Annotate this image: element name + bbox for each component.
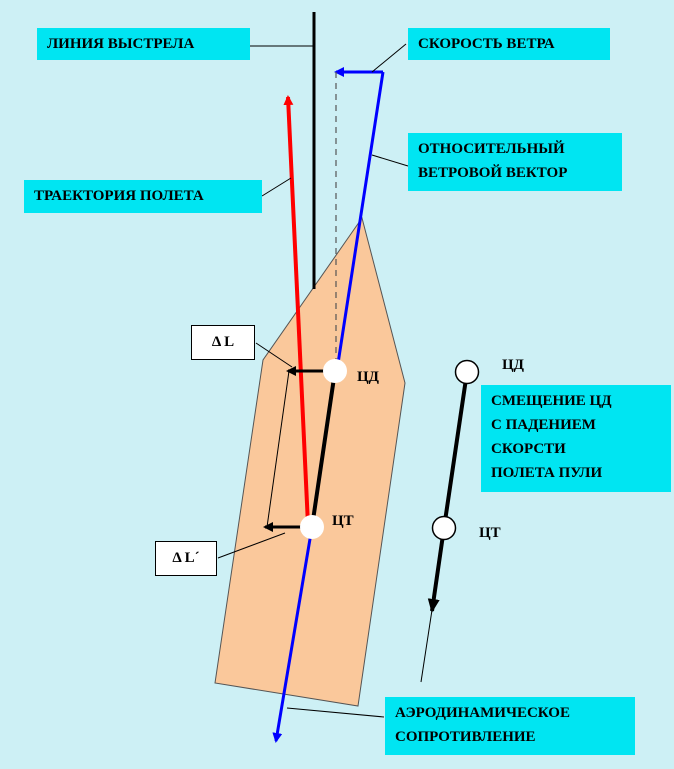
label-cp-shift: СМЕЩЕНИЕ ЦД С ПАДЕНИЕМ СКОРСТИ ПОЛЕТА ПУ… — [481, 385, 671, 492]
leader-relative-wind — [371, 154, 409, 167]
cp-point-bullet — [323, 359, 347, 383]
label-cg-bullet: ЦТ — [332, 513, 354, 529]
label-flight-trajectory: ТРАЕКТОРИЯ ПОЛЕТА — [24, 180, 262, 213]
label-aero-drag: АЭРОДИНАМИЧЕСКОЕ СОПРОТИВЛЕНИЕ — [385, 697, 635, 755]
relative-wind-vector — [333, 71, 385, 372]
delta-connector — [266, 370, 290, 528]
label-cp-side: ЦД — [502, 357, 524, 373]
flight-trajectory-line — [283, 95, 310, 526]
leader-delta-l-prime — [217, 532, 286, 559]
cp-point-side — [454, 359, 480, 385]
leader-delta-l — [255, 342, 293, 368]
leader-aero-drag — [286, 707, 385, 718]
side-scale-line — [442, 371, 469, 529]
leader-trajectory — [261, 177, 292, 197]
leader-side-scale — [420, 609, 433, 683]
label-wind-speed: СКОРОСТЬ ВЕТРА — [408, 28, 610, 60]
side-scale-arrow — [427, 527, 446, 613]
label-cg-side: ЦТ — [479, 525, 501, 541]
bullet-axis — [310, 370, 337, 528]
leader-wind-speed — [371, 43, 407, 73]
label-line-of-fire: ЛИНИЯ ВЫСТРЕЛА — [37, 28, 250, 60]
label-relative-wind-vector: ОТНОСИТЕЛЬНЫЙ ВЕТРОВОЙ ВЕКТОР — [408, 133, 622, 191]
label-delta-l-prime: Δ L´ — [155, 541, 217, 576]
label-delta-l: Δ L — [191, 325, 255, 360]
bullet-body — [214, 216, 406, 707]
label-cp-bullet: ЦД — [357, 369, 379, 385]
cg-point-side — [431, 515, 457, 541]
aero-drag-vector — [272, 526, 314, 743]
cg-point-bullet — [300, 515, 324, 539]
